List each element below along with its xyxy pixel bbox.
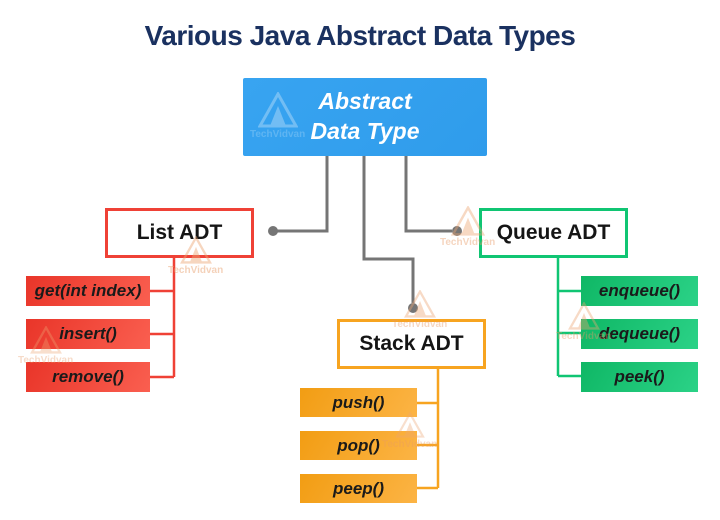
connector-dots — [268, 226, 462, 313]
node-queue-adt: Queue ADT — [479, 208, 628, 258]
method-box-peep: peep() — [300, 474, 417, 503]
method-box-get: get(int index) — [26, 276, 150, 306]
queue-branch-connectors — [556, 258, 581, 378]
method-box-enqueue: enqueue() — [581, 276, 698, 306]
method-box-remove: remove() — [26, 362, 150, 392]
root-label-line2: Data Type — [310, 118, 420, 144]
node-queue-adt-label: Queue ADT — [496, 221, 611, 244]
root-label-line1: Abstract — [318, 88, 412, 115]
gray-connectors — [277, 156, 452, 303]
method-box-dequeue: dequeue() — [581, 319, 698, 349]
node-list-adt-label: List ADT — [136, 221, 223, 244]
node-stack-adt: Stack ADT — [337, 319, 486, 369]
root-node-abstract-data-type: Abstract Data Type — [243, 78, 487, 156]
method-box-peek: peek() — [581, 362, 698, 392]
method-box-pop: pop() — [300, 431, 417, 460]
method-box-insert: insert() — [26, 319, 150, 349]
list-branch-connectors — [150, 258, 176, 379]
page-title: Various Java Abstract Data Types — [144, 20, 576, 51]
node-list-adt: List ADT — [105, 208, 254, 258]
stack-branch-connectors — [417, 369, 440, 490]
method-box-push: push() — [300, 388, 417, 417]
node-stack-adt-label: Stack ADT — [359, 332, 464, 355]
